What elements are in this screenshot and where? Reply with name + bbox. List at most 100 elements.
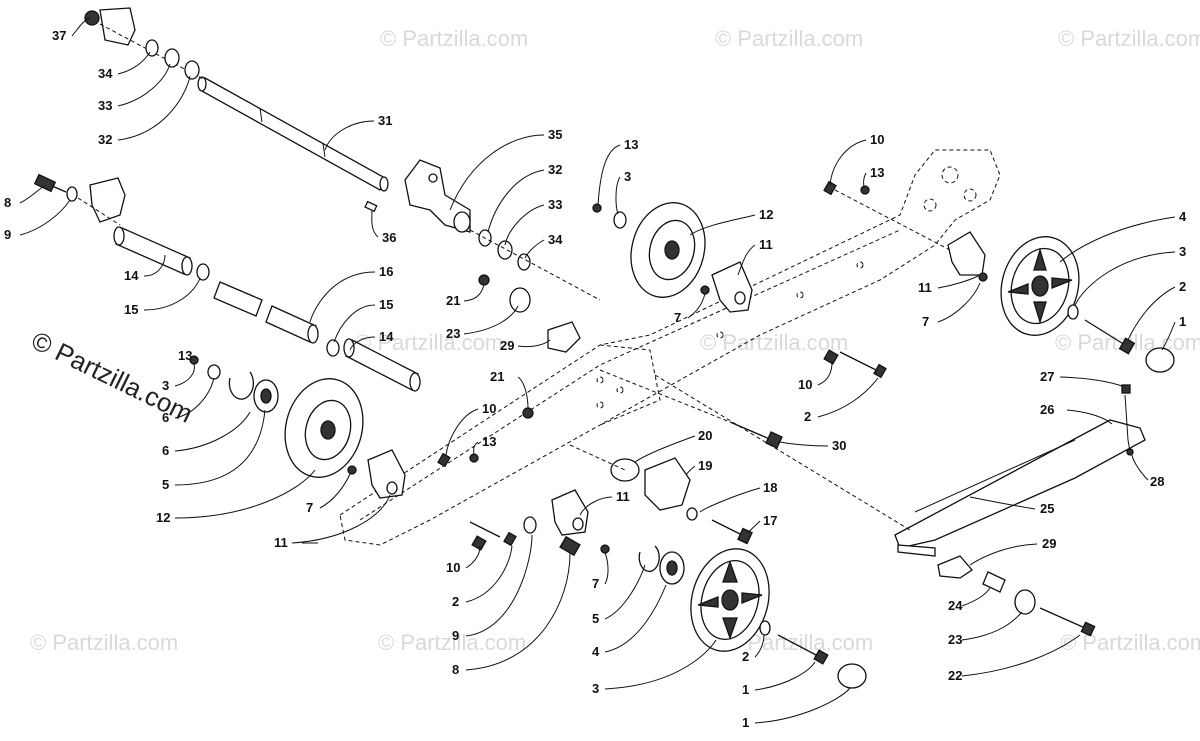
callout-10: 10 (870, 132, 884, 147)
wheel-arm-upper-center (700, 261, 753, 313)
callout-3: 2 (742, 649, 749, 664)
callout-12: 12 (759, 207, 773, 222)
watermark: © Partzilla.com (700, 330, 849, 355)
callout-23: 23 (446, 326, 460, 341)
callout-6: 5 (592, 611, 599, 626)
callout-6-label: 6 (162, 443, 169, 458)
callout-13: 13 (870, 165, 884, 180)
callout-13: 13 (178, 348, 192, 363)
callout-1: 1 (1179, 314, 1186, 329)
wheel-arm-lower-center (437, 274, 610, 557)
callout-3: 3 (162, 378, 169, 393)
watermark: © Partzilla.com (380, 26, 529, 51)
callout-2: 2 (452, 594, 459, 609)
callout-37: 37 (52, 28, 66, 43)
callout-4: 4 (1179, 209, 1187, 224)
watermark: © Partzilla.com (715, 26, 864, 51)
callout-22: 22 (948, 668, 962, 683)
callout-8: 8 (4, 195, 11, 210)
left-spacer-tubes (113, 226, 421, 392)
rear-bumper-parts (509, 287, 1096, 637)
callout-27: 27 (1040, 369, 1054, 384)
callout-17: 17 (763, 513, 777, 528)
callout-4: 3 (592, 681, 599, 696)
upper-washers-left (145, 39, 200, 80)
callout-11: 11 (616, 489, 630, 504)
callout-29: 29 (1042, 536, 1056, 551)
callout-19: 19 (698, 458, 712, 473)
callout-2: 2 (1179, 279, 1186, 294)
callout-7: 7 (592, 576, 599, 591)
callout-10: 10 (446, 560, 460, 575)
callout-2: 2 (804, 409, 811, 424)
callout-21: 21 (490, 369, 504, 384)
callout-labels: 37 34 33 32 31 35 32 33 34 36 8 9 14 15 … (4, 28, 1187, 730)
callout-21: 21 (446, 293, 460, 308)
idler-wheel-upper-right (1000, 236, 1175, 373)
bracket-part-35 (404, 159, 471, 233)
callout-7: 7 (306, 500, 313, 515)
callout-1: 1 (742, 715, 749, 730)
callout-34: 34 (98, 66, 113, 81)
callout-10: 10 (798, 377, 812, 392)
callout-32: 32 (98, 132, 112, 147)
watermark: © Partzilla.com (1058, 26, 1200, 51)
callout-11: 11 (759, 237, 773, 252)
watermark: © Partzilla.com (1060, 630, 1200, 655)
left-bolt-bracket (33, 173, 126, 226)
callout-35: 35 (548, 127, 562, 142)
rear-arm (654, 374, 1146, 557)
callout-15: 15 (124, 302, 138, 317)
idler-wheel-upper-center (592, 202, 706, 298)
callout-3: 3 (624, 169, 631, 184)
callout-29: 29 (500, 338, 514, 353)
callout-12: 12 (156, 510, 170, 525)
callout-34: 34 (548, 232, 563, 247)
callout-14: 14 (379, 329, 394, 344)
callout-33: 33 (98, 98, 112, 113)
callout-24: 24 (948, 598, 963, 613)
callout-2: 1 (742, 682, 749, 697)
upper-shaft (197, 76, 389, 192)
callout-13: 13 (482, 434, 496, 449)
watermark: © Partzilla.com (30, 630, 179, 655)
callout-5: 5 (162, 477, 169, 492)
callout-7: 7 (674, 310, 681, 325)
callout-31: 31 (378, 113, 392, 128)
idler-wheel-lower-right (638, 545, 867, 689)
callout-16: 16 (379, 264, 393, 279)
wheel-arm-lower-left (347, 449, 406, 499)
rail-bolt-right (823, 349, 887, 379)
callout-13: 13 (624, 137, 638, 152)
callout-30: 30 (832, 438, 846, 453)
callout-33: 33 (548, 197, 562, 212)
idler-wheel-lower-left (189, 355, 364, 478)
callout-20: 20 (698, 428, 712, 443)
callout-9: 9 (452, 628, 459, 643)
watermark: © Partzilla.com (378, 630, 527, 655)
pin-part-36 (364, 200, 378, 213)
callout-23: 23 (948, 632, 962, 647)
upper-washers-right (469, 229, 601, 301)
watermark: © Partzilla.com (355, 330, 504, 355)
callout-6: 6 (162, 410, 169, 425)
callout-28: 28 (1150, 474, 1164, 489)
rail-frame (339, 149, 1001, 546)
wheel-arm-upper-right (823, 180, 988, 282)
callout-9: 9 (4, 227, 11, 242)
leader-lines (19, 17, 1176, 724)
callout-11: 11 (918, 280, 932, 295)
callout-25: 25 (1040, 501, 1054, 516)
callout-36: 36 (382, 230, 396, 245)
callout-26: 26 (1040, 402, 1054, 417)
callout-8: 8 (452, 662, 459, 677)
callout-3: 3 (1179, 244, 1186, 259)
callout-7: 7 (922, 314, 929, 329)
center-axle (569, 369, 783, 545)
callout-15: 15 (379, 297, 393, 312)
callout-5: 4 (592, 644, 600, 659)
callout-14: 14 (124, 268, 139, 283)
callout-18: 18 (763, 480, 777, 495)
